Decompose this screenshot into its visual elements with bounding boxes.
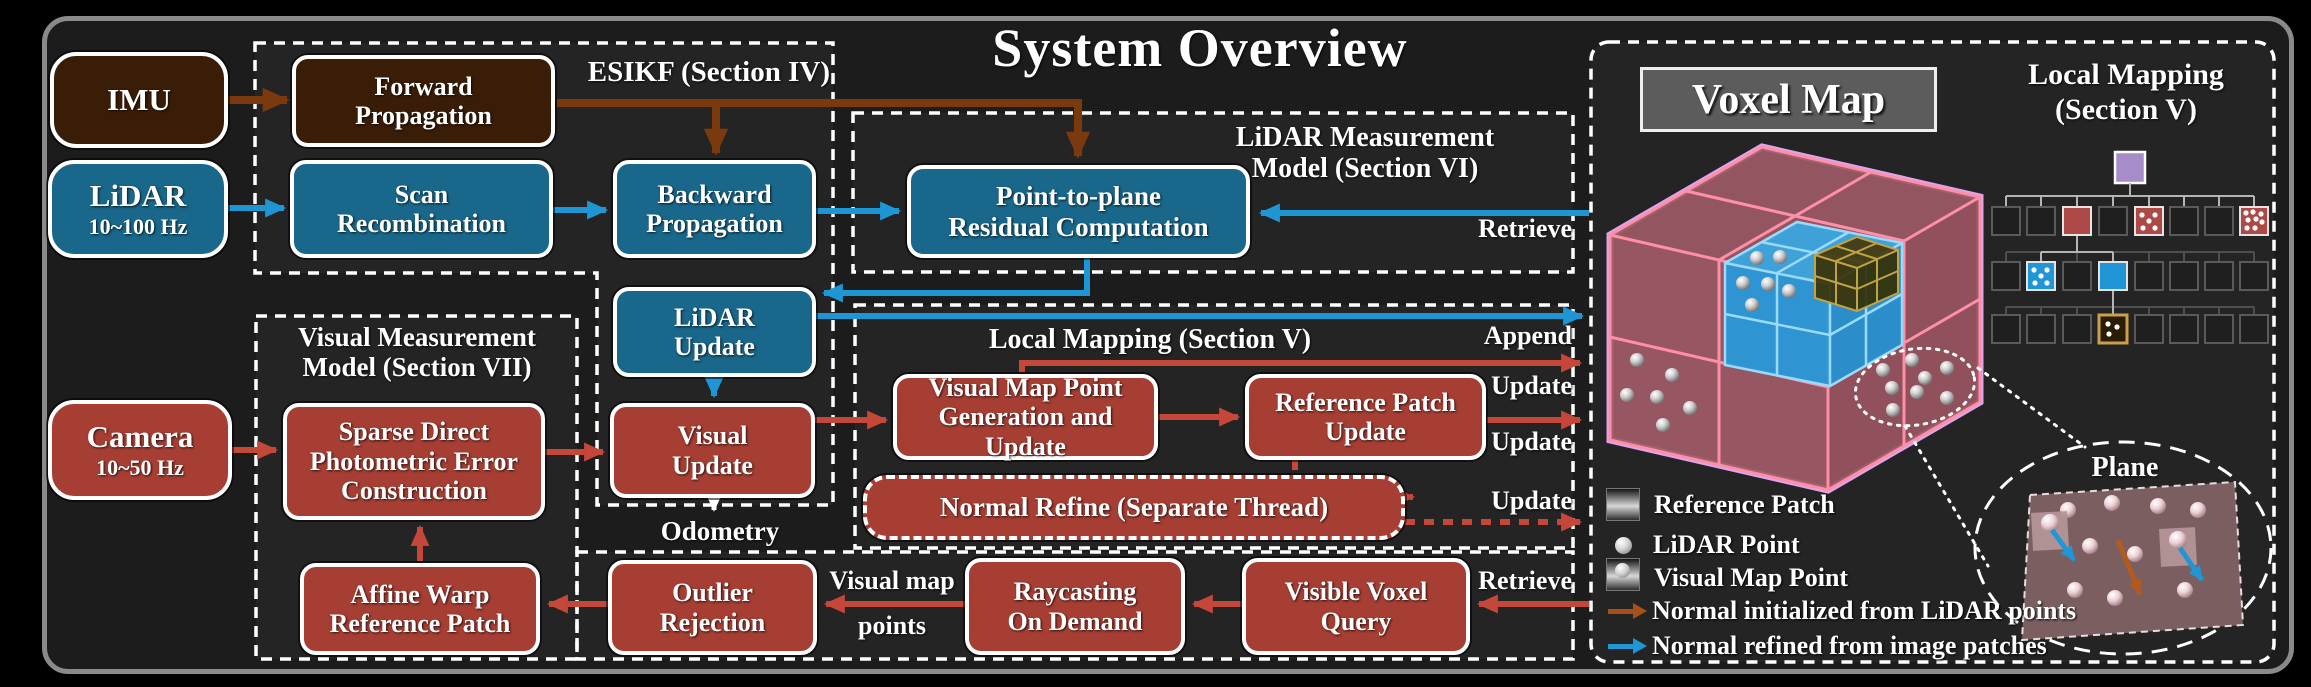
update-label-b: Update <box>1491 427 1572 456</box>
zoom-connector-lines <box>1903 366 2087 568</box>
normal-lidar-arrow-icon <box>1608 602 1647 619</box>
append-label: Append <box>1483 321 1572 350</box>
retrieve-top-label: Retrieve <box>1478 214 1572 243</box>
esikf-outline <box>253 41 835 507</box>
esikf-section-label: ESIKF (Section IV) <box>587 56 830 88</box>
legend-lidar-point: LiDAR Point <box>1615 530 1800 560</box>
update-label-a: Update <box>1491 371 1572 400</box>
lidar-point-icon <box>1615 536 1632 554</box>
local-mapping-panel-heading: Local Mapping(Section V) <box>2028 58 2224 126</box>
visual-map-point-icon <box>1606 558 1640 598</box>
zoom-selection-ellipse <box>1853 346 1977 428</box>
plane-label: Plane <box>2091 452 2159 483</box>
lidar-points-ellipse-region <box>1876 353 1954 417</box>
legend-normal-lidar: Normal initialized from LiDAR points <box>1608 596 2076 626</box>
retrieve-bottom-label: Retrieve <box>1478 566 1572 595</box>
legend-normal-image: Normal refined from image patches <box>1608 631 2047 661</box>
update-label-c: Update <box>1491 486 1572 515</box>
plane-detail <box>1973 440 2273 656</box>
odometry-label: Odometry <box>660 516 780 546</box>
plane-normal-image-arrow-left <box>2049 528 2077 562</box>
input-imu: IMU <box>50 52 228 148</box>
visual-map-points-label-line1: Visual map <box>829 566 955 595</box>
lidar-mm-outline <box>851 111 1575 274</box>
legend-reference-patch: Reference Patch <box>1606 488 1835 521</box>
olive-subcube <box>1814 235 1899 313</box>
local-mapping-section-label: Local Mapping (Section V) <box>988 324 1312 355</box>
octree-cells <box>1991 206 2269 345</box>
visual-map-points-label-line2: points <box>858 611 926 640</box>
voxel-panel-outline <box>1589 40 2276 664</box>
plane-normal-image-arrow-right <box>2177 546 2205 582</box>
lidar-points-blue-face <box>1736 250 1796 312</box>
section-outlines <box>253 40 2276 664</box>
reference-patch-icon <box>1606 488 1640 521</box>
normal-image-arrow-icon <box>1608 637 1647 654</box>
plane-points <box>2060 495 2206 606</box>
plane-normal-lidar-arrow <box>2115 539 2143 596</box>
octree-diagram <box>1991 150 2269 345</box>
legend-visual-map-point: Visual Map Point <box>1606 558 1848 598</box>
visual-mm-outline <box>254 314 579 661</box>
voxel-map-title: Voxel Map <box>1640 67 1937 132</box>
page-title: System Overview <box>992 18 1408 78</box>
lidar-points-left-face <box>1620 353 1697 432</box>
voxel-cube <box>1606 143 2087 568</box>
node-normal-refine: Normal Refine (Separate Thread) <box>863 475 1405 540</box>
